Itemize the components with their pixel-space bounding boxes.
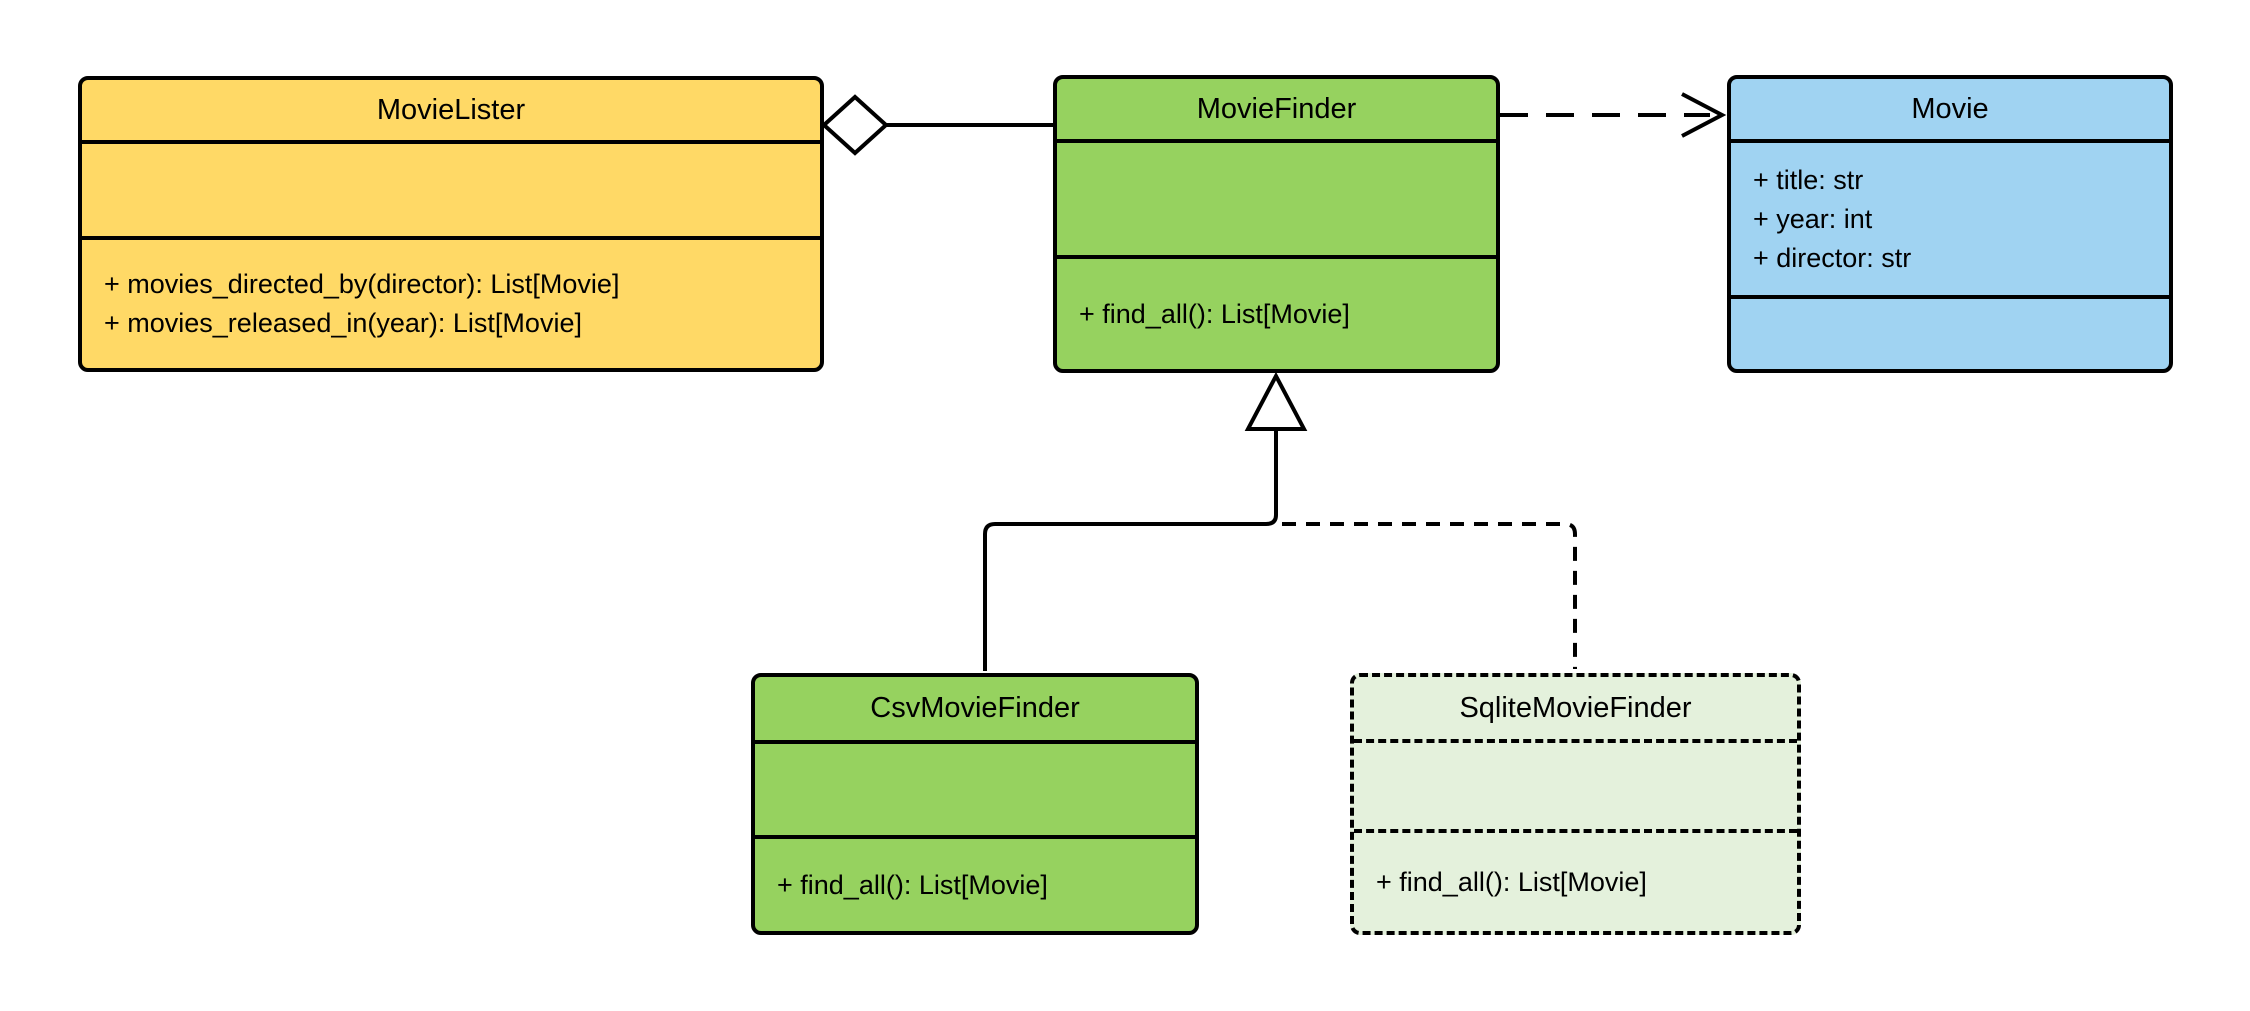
class-box-movielister: MovieLister + movies_directed_by(directo… xyxy=(78,76,824,372)
class-attributes-moviefinder xyxy=(1057,143,1496,259)
method-find-all: + find_all(): List[Movie] xyxy=(777,869,1048,900)
open-arrowhead-icon xyxy=(1681,92,1727,138)
class-title-movie: Movie xyxy=(1731,79,2169,143)
class-box-movie: Movie + title: str + year: int + directo… xyxy=(1727,75,2173,373)
class-box-moviefinder: MovieFinder + find_all(): List[Movie] xyxy=(1053,75,1500,373)
class-attributes-movie: + title: str + year: int + director: str xyxy=(1731,143,2169,299)
class-methods-moviefinder: + find_all(): List[Movie] xyxy=(1057,259,1496,369)
class-attributes-sqlitemoviefinder xyxy=(1354,743,1797,833)
class-methods-csvmoviefinder: + find_all(): List[Movie] xyxy=(755,839,1195,931)
class-title-sqlitemoviefinder: SqliteMovieFinder xyxy=(1354,677,1797,743)
class-title-csvmoviefinder: CsvMovieFinder xyxy=(755,677,1195,744)
hollow-triangle-icon xyxy=(1244,371,1308,431)
class-title-movielister: MovieLister xyxy=(82,80,820,144)
attribute-title: + title: str xyxy=(1753,164,1864,195)
method-find-all: + find_all(): List[Movie] xyxy=(1376,866,1647,897)
class-methods-movielister: + movies_directed_by(director): List[Mov… xyxy=(82,240,820,368)
dependency-moviefinder-movie xyxy=(1500,92,1727,138)
aggregation-movielister-moviefinder xyxy=(821,94,1055,156)
class-attributes-csvmoviefinder xyxy=(755,744,1195,839)
method-movies-directed-by: + movies_directed_by(director): List[Mov… xyxy=(104,269,620,299)
attribute-director: + director: str xyxy=(1753,242,1912,273)
class-box-sqlitemoviefinder: SqliteMovieFinder + find_all(): List[Mov… xyxy=(1350,673,1801,935)
class-methods-sqlitemoviefinder: + find_all(): List[Movie] xyxy=(1354,833,1797,931)
attribute-year: + year: int xyxy=(1753,203,1873,234)
generalization-csv-moviefinder xyxy=(983,371,1308,671)
class-methods-movie xyxy=(1731,299,2169,369)
class-attributes-movielister xyxy=(82,144,820,240)
method-find-all: + find_all(): List[Movie] xyxy=(1079,298,1350,329)
class-title-moviefinder: MovieFinder xyxy=(1057,79,1496,143)
method-movies-released-in: + movies_released_in(year): List[Movie] xyxy=(104,308,582,338)
hollow-diamond-icon xyxy=(821,94,889,156)
class-box-csvmoviefinder: CsvMovieFinder + find_all(): List[Movie] xyxy=(751,673,1199,935)
generalization-sqlite-moviefinder xyxy=(1282,522,1577,669)
